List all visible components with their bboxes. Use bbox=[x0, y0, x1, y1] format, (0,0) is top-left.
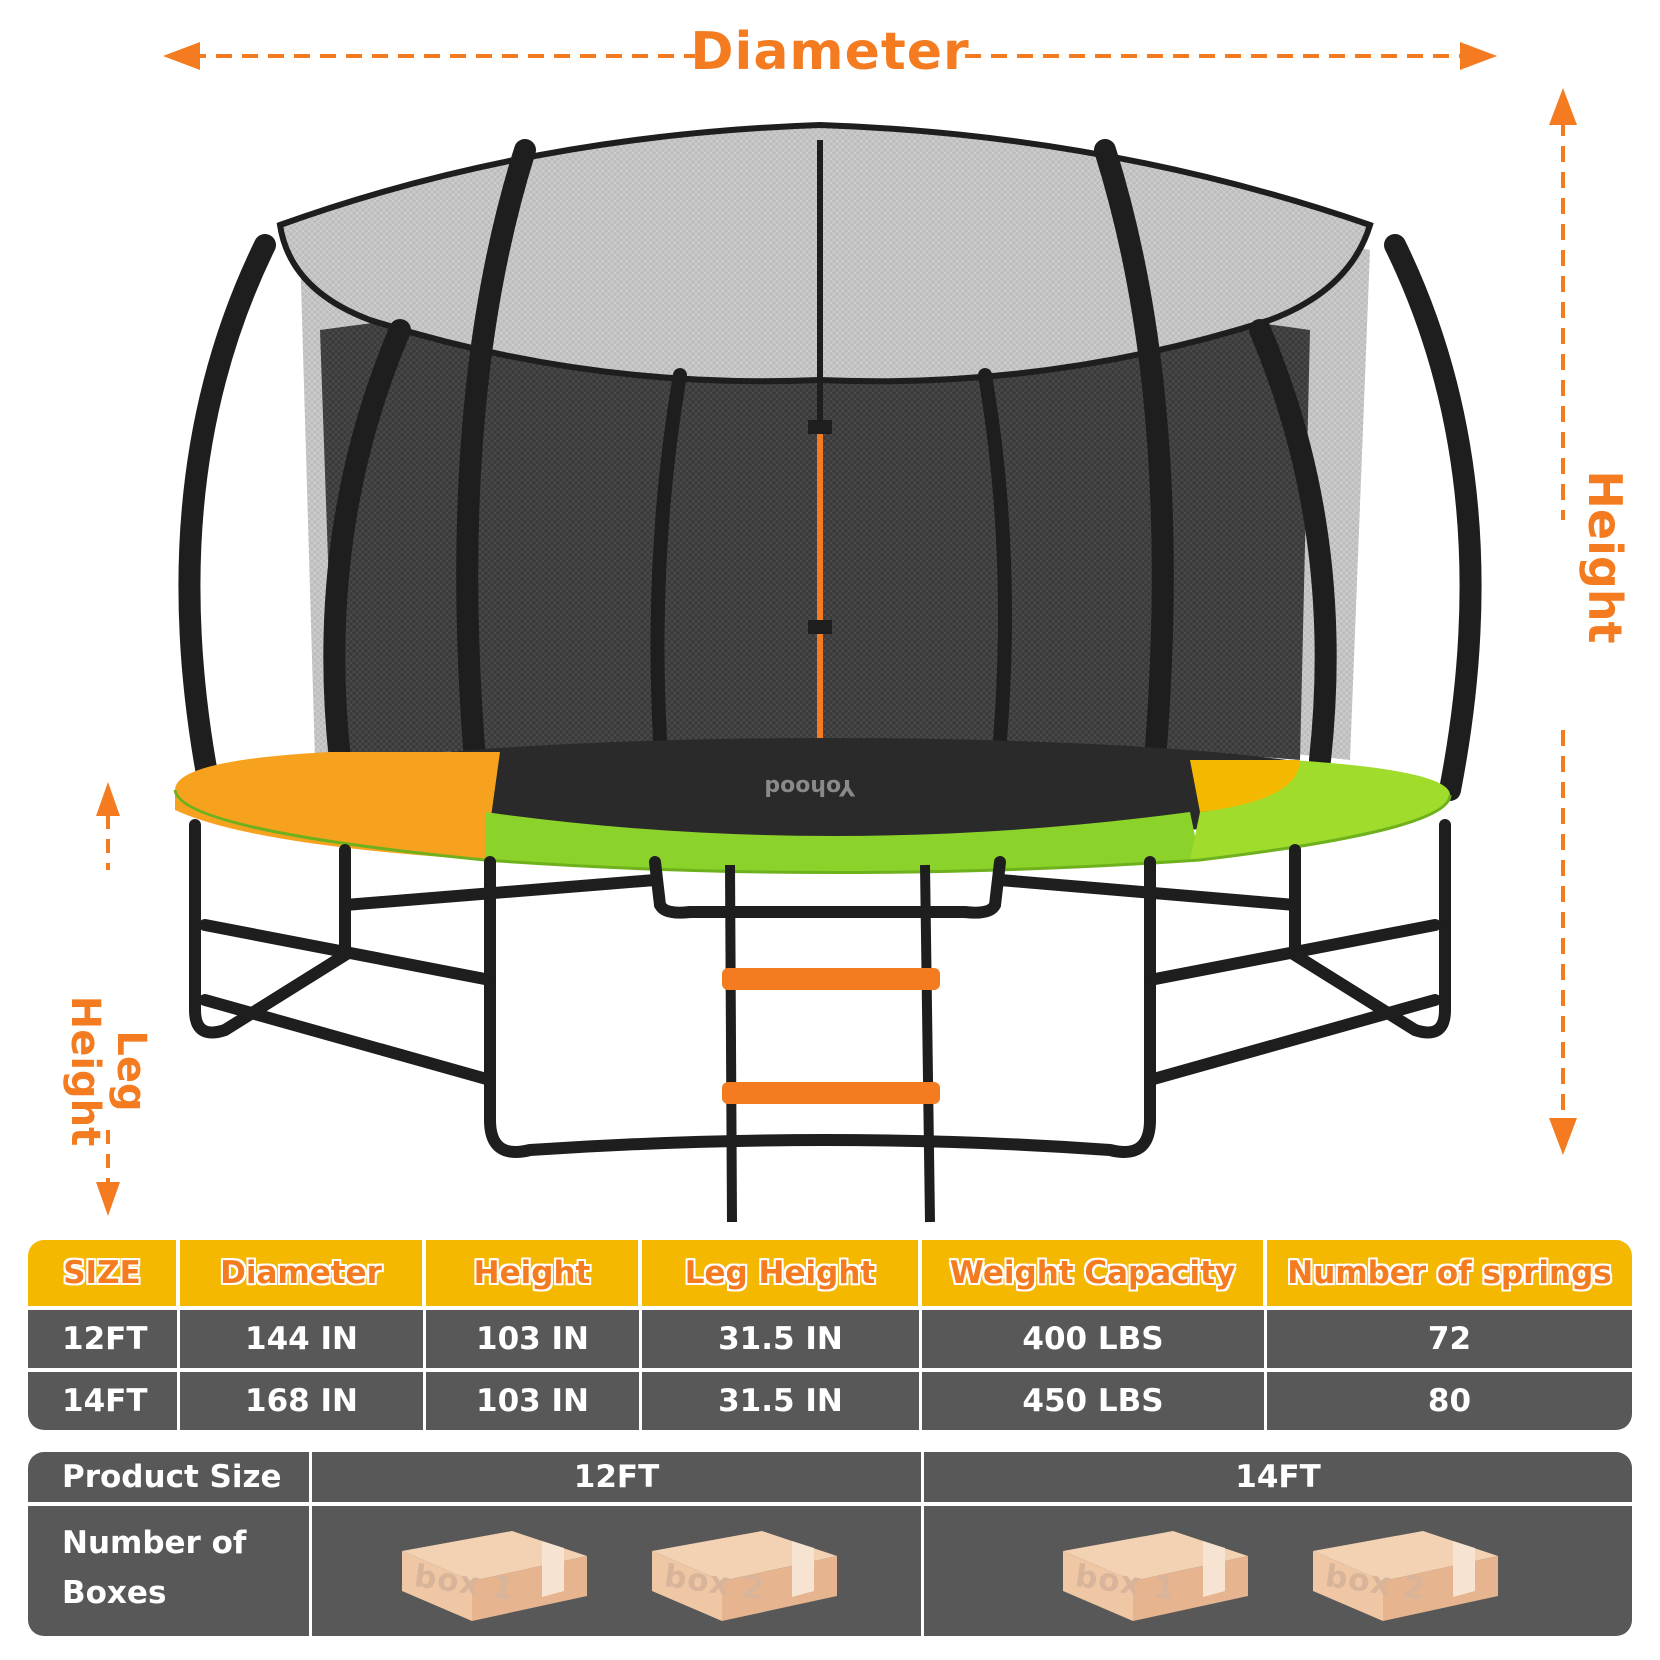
leg-height-label: Leg Height bbox=[62, 995, 154, 1147]
header-height: Height bbox=[426, 1240, 642, 1306]
box-table-boxes-row: Number of Boxes box 1 box 2 bbox=[28, 1506, 1632, 1636]
boxes-12ft: box 1 box 2 bbox=[312, 1506, 924, 1636]
table-cell: 103 IN bbox=[426, 1372, 642, 1430]
safety-pad-orange bbox=[175, 752, 500, 860]
boxes-14ft: box 1 box 2 bbox=[924, 1506, 1632, 1636]
box-table: Product Size 12FT 14FT Number of Boxes b… bbox=[28, 1452, 1632, 1636]
header-size: SIZE bbox=[28, 1240, 180, 1306]
table-cell: 450 LBS bbox=[922, 1372, 1267, 1430]
table-cell: 103 IN bbox=[426, 1310, 642, 1368]
spec-table: SIZE Diameter Height Leg Height Weight C… bbox=[28, 1240, 1632, 1430]
jumping-mat bbox=[270, 738, 1390, 842]
box-table-size-row: Product Size 12FT 14FT bbox=[28, 1452, 1632, 1506]
enclosure-net-inner bbox=[320, 295, 1310, 760]
header-leg-height: Leg Height bbox=[642, 1240, 922, 1306]
spec-table-header: SIZE Diameter Height Leg Height Weight C… bbox=[28, 1240, 1632, 1306]
table-cell: 80 bbox=[1427, 1383, 1472, 1419]
diameter-arrow bbox=[163, 42, 1497, 70]
number-of-boxes-label: Number of Boxes bbox=[28, 1506, 312, 1636]
table-cell: 12FT bbox=[28, 1310, 180, 1368]
leg-height-arrow bbox=[96, 782, 120, 1216]
ladder bbox=[725, 864, 935, 1223]
size-14ft: 14FT bbox=[1235, 1459, 1321, 1495]
table-row: 14FT 168 IN 103 IN 31.5 IN 450 LBS 80 bbox=[28, 1368, 1632, 1430]
height-arrow bbox=[1549, 88, 1577, 1155]
table-cell: 72 bbox=[1427, 1321, 1472, 1357]
table-cell: 400 LBS bbox=[922, 1310, 1267, 1368]
diameter-label: Diameter bbox=[690, 22, 970, 82]
header-weight-capacity: Weight Capacity bbox=[922, 1240, 1267, 1306]
product-size-label: Product Size bbox=[28, 1452, 312, 1502]
ladder-step-upper bbox=[722, 968, 940, 990]
header-number-of-springs: Number of springs bbox=[1287, 1255, 1612, 1291]
table-cell: 31.5 IN bbox=[642, 1372, 922, 1430]
ladder-step-lower bbox=[722, 1082, 940, 1104]
box-icon: box 1 bbox=[1053, 1521, 1253, 1621]
table-cell: 31.5 IN bbox=[642, 1310, 922, 1368]
table-cell: 144 IN bbox=[180, 1310, 426, 1368]
safety-pad-green bbox=[485, 812, 1200, 873]
table-row: 12FT 144 IN 103 IN 31.5 IN 400 LBS 72 bbox=[28, 1310, 1632, 1368]
spec-table-body: 12FT 144 IN 103 IN 31.5 IN 400 LBS 72 14… bbox=[28, 1310, 1632, 1430]
height-label: Height bbox=[1578, 470, 1632, 644]
box-icon: box 2 bbox=[1303, 1521, 1503, 1621]
size-12ft: 12FT bbox=[312, 1452, 924, 1502]
table-cell: 168 IN bbox=[180, 1372, 426, 1430]
header-diameter: Diameter bbox=[180, 1240, 426, 1306]
brand-logo: Yohood bbox=[764, 774, 856, 799]
box-icon: box 1 bbox=[392, 1521, 592, 1621]
table-cell: 14FT bbox=[28, 1372, 180, 1430]
box-icon: box 2 bbox=[642, 1521, 842, 1621]
